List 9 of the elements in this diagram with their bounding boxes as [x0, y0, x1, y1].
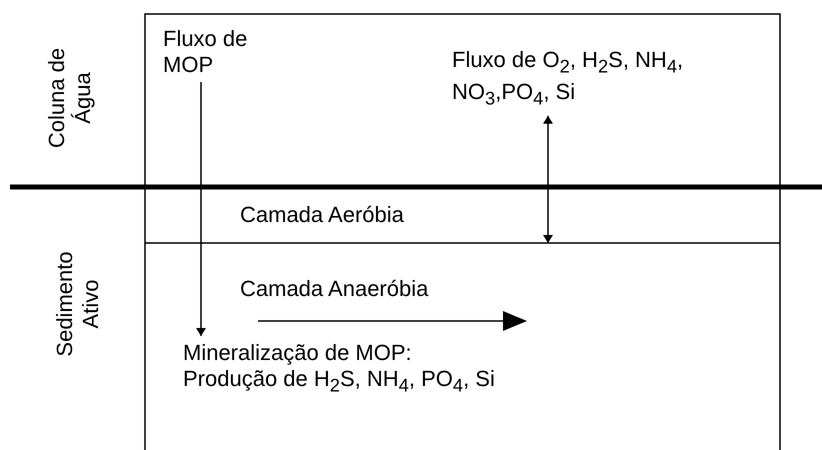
- side-label: Coluna de Água: [44, 46, 96, 150]
- arrow: [544, 116, 552, 243]
- layer-label: Camada Aeróbia: [240, 202, 460, 228]
- process-text: Mineralização de MOP: Produção de H$_{2}$S, NH$_{4}$, PO$_{4}$, Si: [183, 340, 501, 398]
- side-label: Sedimento Ativo: [52, 250, 104, 359]
- flux-label: Fluxo de MOP: [163, 26, 275, 78]
- arrow: [197, 82, 205, 336]
- layer-label: Camada Anaeróbia: [240, 276, 480, 302]
- flux-label: Fluxo de O$_{2}$, H$_{2}$S, NH$_{4}$, NO$_{3}$,PO$_{4}$, Si: [452, 47, 742, 112]
